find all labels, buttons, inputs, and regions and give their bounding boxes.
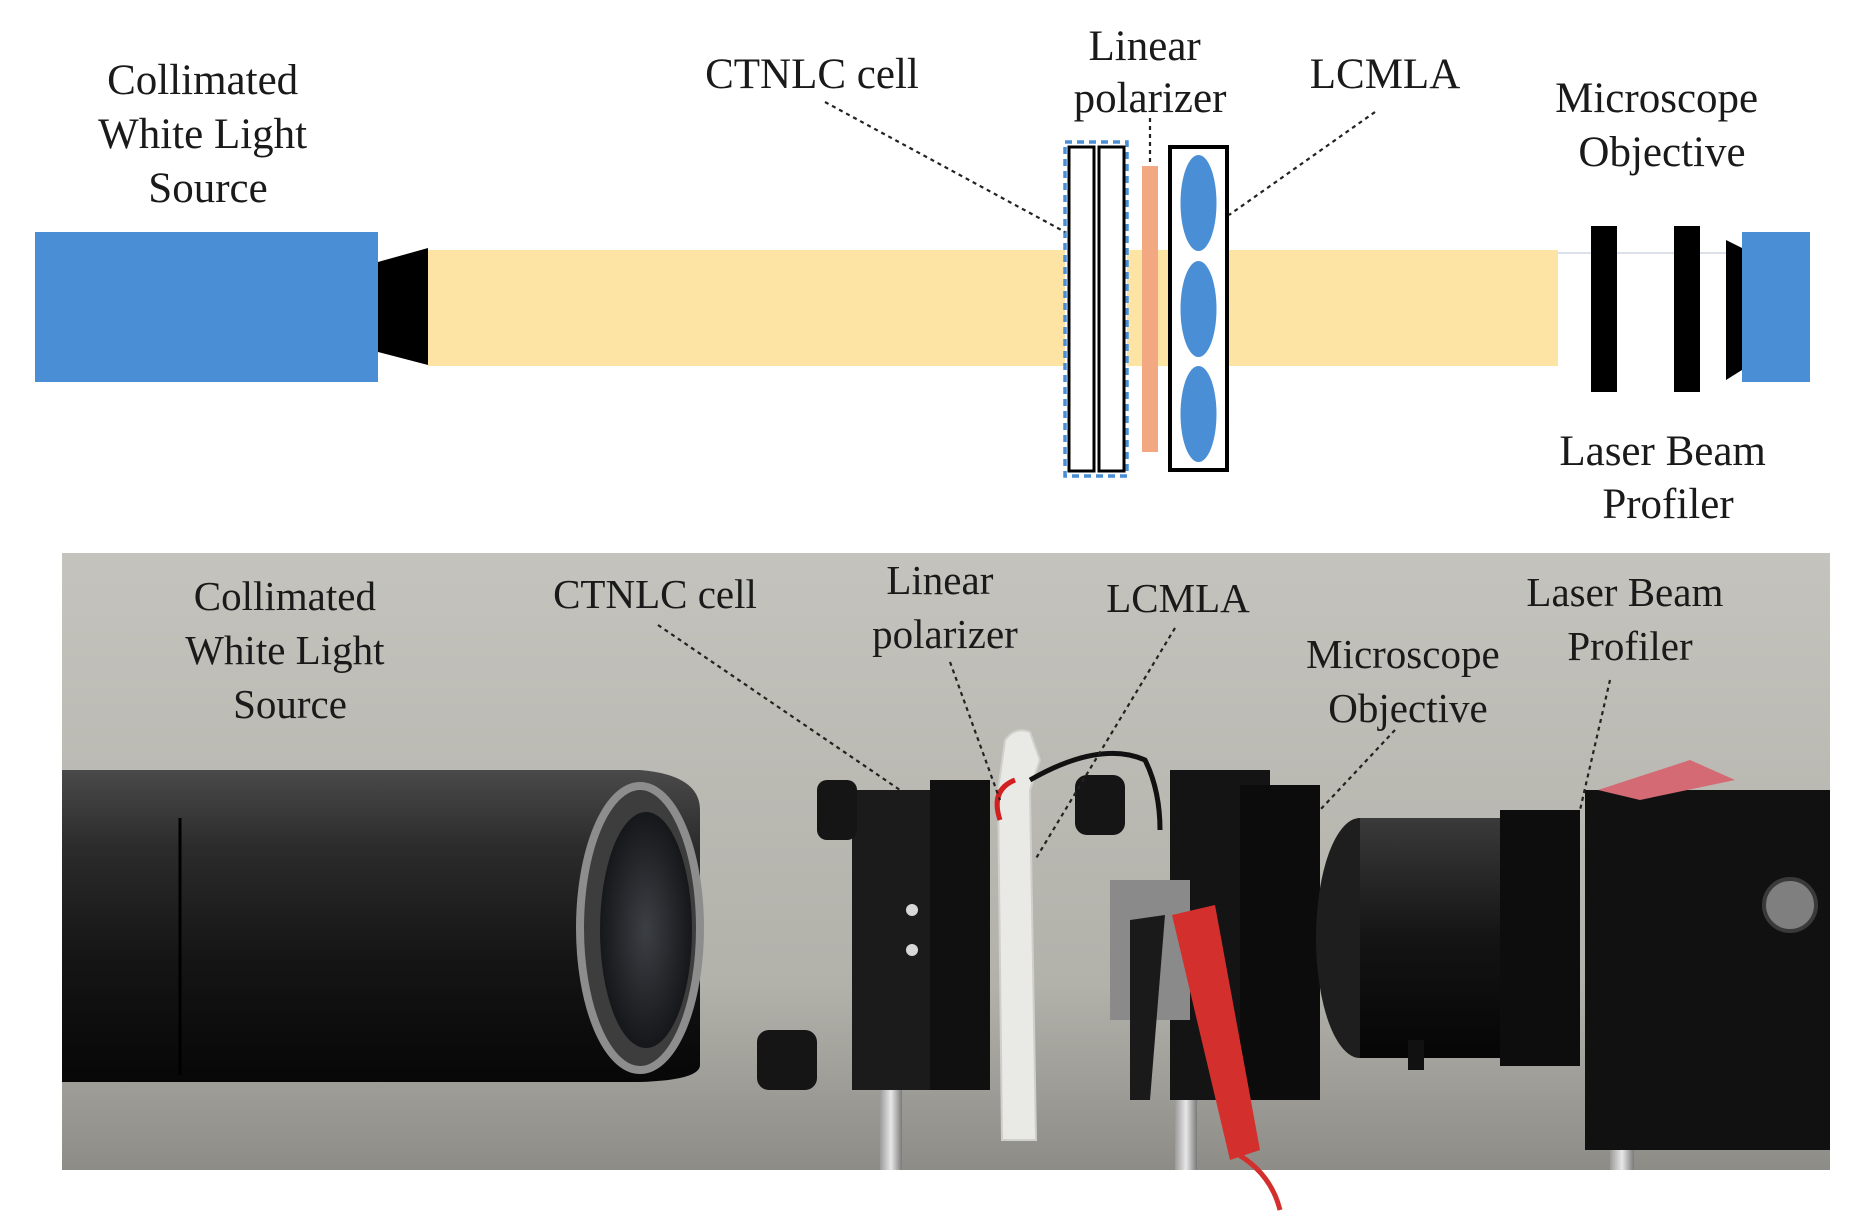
photo-leader-ctnlc (657, 624, 901, 791)
photo-light-source-body (62, 770, 700, 1082)
schematic-label-lcmla-line1: LCMLA (1310, 51, 1461, 98)
schematic-source-nozzle (378, 248, 428, 365)
schematic-label-ctnlc: CTNLC cell (705, 51, 919, 98)
photo-leader-profiler (1578, 679, 1612, 811)
photo-ctnlc-hole-2 (906, 944, 918, 956)
photo-leader-objective (1319, 729, 1396, 811)
schematic-objective-lens-2 (1674, 226, 1700, 392)
photo-ctnlc-mount-plate (852, 790, 942, 1090)
photo-label-objective: Microscope Objective (1306, 631, 1510, 731)
photo-leader-lcmla (1034, 627, 1176, 861)
schematic-objective-lens-1 (1591, 226, 1617, 392)
schematic-label-polarizer: Linear polarizer (1074, 23, 1227, 122)
schematic-label-objective-line2: Objective (1578, 129, 1745, 176)
schematic-ctnlc-pane-right (1097, 145, 1126, 473)
photo-label-source-line2: White Light (185, 627, 385, 673)
schematic-ctnlc-pane-left (1067, 145, 1096, 473)
schematic-label-objective-line1: Microscope (1555, 75, 1758, 122)
photo-lcmla-mount (1075, 770, 1320, 1211)
schematic-beam (428, 250, 1558, 366)
photo-clip-red (1172, 905, 1260, 1160)
schematic-label-polarizer-line2: polarizer (1074, 75, 1227, 122)
photo-label-objective-line2: Objective (1328, 685, 1487, 731)
photo-label-lcmla-line1: LCMLA (1106, 575, 1250, 621)
schematic-label-profiler-line2: Profiler (1602, 481, 1733, 528)
photo-ctnlc-mount (757, 780, 990, 1090)
schematic-label-polarizer-line1: Linear (1089, 23, 1201, 70)
schematic-label-lcmla: LCMLA (1310, 51, 1461, 98)
photo-light-source (62, 770, 704, 1082)
photo-polarizer-holder (996, 729, 1042, 1141)
schematic-lens-2 (1180, 261, 1217, 357)
photo-clip-black (1130, 915, 1165, 1100)
schematic-label-source: Collimated White Light Source (98, 57, 318, 212)
schematic-label-profiler: Laser Beam Profiler (1559, 428, 1776, 528)
photo-label-source: Collimated White Light Source (185, 573, 395, 727)
photo-microscope-objective (1316, 810, 1580, 1070)
photo-label-polarizer: Linear polarizer (872, 557, 1018, 657)
photo-post-2 (1175, 1090, 1197, 1170)
schematic-label-source-line1: Collimated (107, 57, 298, 104)
photo-lcmla-knob (1075, 775, 1125, 835)
photo-profiler-label (1598, 760, 1735, 800)
photo-wire-red-2 (1228, 1147, 1283, 1211)
photo-label-source-line1: Collimated (194, 573, 376, 619)
photo-label-polarizer-line1: Linear (886, 557, 993, 603)
photo-label-lcmla: LCMLA (1106, 575, 1250, 621)
photo-label-source-line3: Source (233, 681, 347, 727)
photo-objective-screw (1408, 1040, 1424, 1070)
photo-label-profiler-line1: Laser Beam (1526, 569, 1723, 615)
photo-beam-profiler (1585, 760, 1830, 1150)
photo-label-objective-line1: Microscope (1306, 631, 1500, 677)
schematic-label-source-line3: Source (148, 165, 267, 212)
photo-ctnlc-knob-top (817, 780, 857, 840)
photo-label-ctnlc: CTNLC cell (553, 571, 757, 617)
photo-light-source-aperture (600, 812, 692, 1048)
schematic-light-source (35, 232, 378, 382)
schematic-diagram: Collimated White Light Source CTNLC cell… (35, 23, 1810, 528)
photo-profiler-connector (1762, 877, 1818, 933)
photo-label-ctnlc-line1: CTNLC cell (553, 571, 757, 617)
setup-photo: Collimated White Light Source CTNLC cell… (62, 553, 1830, 1211)
schematic-profiler (1742, 232, 1810, 382)
photo-profiler-housing (1585, 790, 1830, 1150)
photo-objective-ring (1500, 810, 1580, 1066)
photo-leader-polarizer (948, 661, 1002, 801)
schematic-leader-ctnlc (824, 101, 1066, 233)
schematic-lens-1 (1180, 155, 1217, 251)
photo-ctnlc-knob-bottom (757, 1030, 817, 1090)
schematic-label-ctnlc-line1: CTNLC cell (705, 51, 919, 98)
photo-wire-red (994, 777, 1017, 821)
photo-label-profiler-line2: Profiler (1567, 623, 1693, 669)
photo-ctnlc-mount-back (930, 780, 990, 1090)
schematic-label-objective: Microscope Objective (1555, 75, 1769, 176)
photo-ctnlc-hole-1 (906, 904, 918, 916)
schematic-profiler-nozzle (1726, 240, 1742, 380)
schematic-label-source-line2: White Light (98, 111, 307, 158)
schematic-lens-3 (1180, 366, 1217, 462)
photo-lcmla-mount-front (1240, 785, 1320, 1100)
photo-post-1 (880, 1080, 902, 1170)
schematic-polarizer (1142, 166, 1158, 452)
photo-wire-black (1028, 750, 1163, 831)
schematic-leader-lcmla (1228, 111, 1376, 216)
photo-label-polarizer-line2: polarizer (872, 611, 1018, 657)
photo-label-profiler: Laser Beam Profiler (1526, 569, 1733, 669)
schematic-label-profiler-line1: Laser Beam (1559, 428, 1766, 475)
